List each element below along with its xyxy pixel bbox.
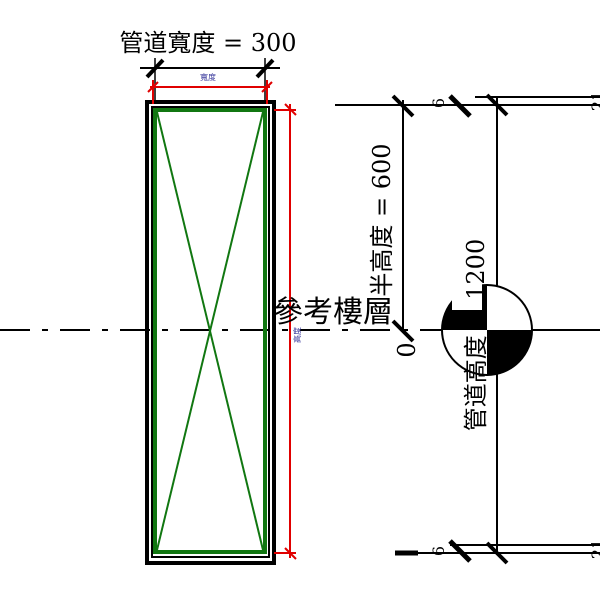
offset-top-label[interactable]: 6 xyxy=(429,98,448,108)
width-tick-left xyxy=(145,58,165,79)
height-tick-top xyxy=(485,93,509,117)
offset-tick-bottom xyxy=(448,539,472,563)
right-top-label[interactable]: 21 xyxy=(588,91,600,111)
right-bottom-label[interactable]: 21 xyxy=(588,539,600,559)
duct-outline-outer[interactable] xyxy=(145,100,276,565)
model-line-rect[interactable] xyxy=(153,108,267,554)
height-tick-bottom xyxy=(485,541,509,565)
level-name[interactable]: 參考樓層 xyxy=(273,295,393,330)
ref-width-tick-left xyxy=(147,81,159,93)
offset-bottom-label[interactable]: 6 xyxy=(429,546,448,556)
half-height-tick-top xyxy=(391,94,415,118)
width-param-label[interactable]: 寬度 xyxy=(200,72,216,82)
level-elevation[interactable]: 0 xyxy=(393,342,421,357)
half-height-label[interactable]: 半高度 = 600 xyxy=(368,143,396,296)
label-mask xyxy=(452,230,482,310)
ref-height-tick-bottom xyxy=(284,547,297,560)
duct-outline-inner[interactable] xyxy=(151,106,270,558)
ref-height-tick-top xyxy=(284,103,297,116)
width-tick-right xyxy=(255,58,275,79)
ref-width-tick-right xyxy=(261,81,273,93)
width-dimension-label[interactable]: 管道寬度 = 300 xyxy=(119,29,296,57)
half-height-tick-bottom xyxy=(391,319,415,343)
height-param-label[interactable]: 高度 xyxy=(292,327,302,343)
offset-tick-top xyxy=(448,94,472,118)
height-dimension-label[interactable]: 管道高度 = 1200 xyxy=(462,239,490,431)
model-line-diagonal-2[interactable] xyxy=(156,111,264,551)
